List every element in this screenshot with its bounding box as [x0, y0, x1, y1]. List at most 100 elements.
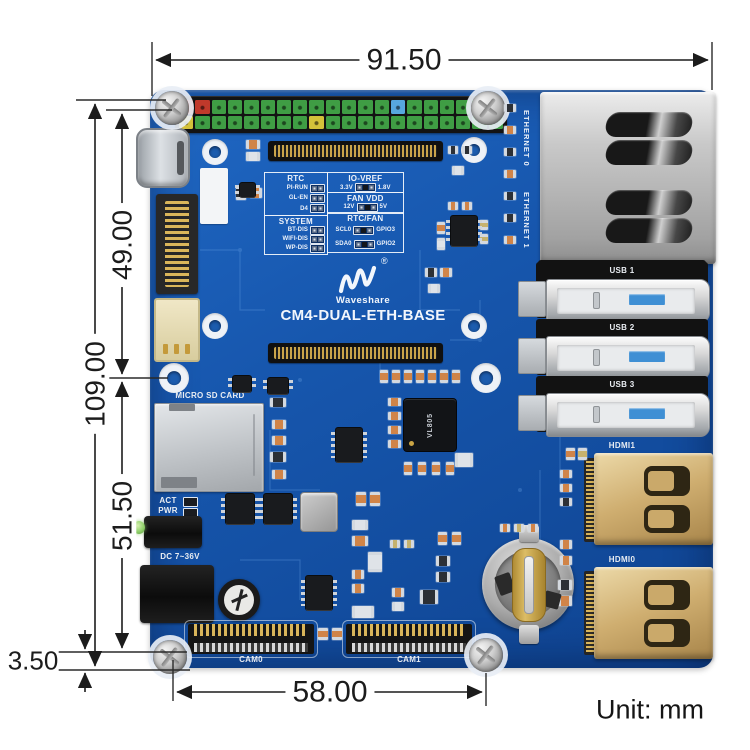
gpio-pin [260, 100, 275, 114]
smd-component [246, 140, 260, 149]
smd-component [455, 453, 473, 467]
jumper-label: 12V [343, 204, 355, 211]
hdmi0-pins [584, 571, 596, 655]
usb2-port: USB 2 [518, 319, 710, 380]
smd-component [438, 532, 447, 545]
usb3-tongue [629, 351, 665, 362]
jumper-label: WIFI-DIS [282, 236, 308, 243]
smd-component [560, 484, 572, 492]
smd-component [504, 170, 516, 178]
cam1-connector [342, 620, 476, 658]
jumper-pin [318, 185, 323, 191]
dim-edge-offset: 3.50 [7, 645, 59, 676]
jumper-pads [353, 225, 375, 235]
jumper-label: WP-DIS [285, 245, 308, 252]
smd-component [352, 536, 368, 546]
smd-component [504, 126, 516, 134]
silkscreen-label-area [200, 168, 228, 224]
jumper-pin [312, 206, 317, 212]
smd-component [440, 370, 448, 383]
usb1-label: USB 1 [609, 266, 635, 275]
gpio-pin [227, 100, 243, 114]
rj45-tab [603, 140, 695, 165]
ic-chip [228, 376, 256, 392]
system-title: SYSTEM [278, 216, 313, 226]
hdmi0-label: HDMI0 [608, 555, 636, 564]
gpio-pin [227, 115, 243, 129]
smd-component [392, 370, 400, 383]
smd-component [452, 166, 464, 175]
smd-component [440, 268, 452, 277]
ethernet0-label: ETHERNET 0 [522, 110, 531, 167]
gpio-pin [309, 115, 324, 129]
smd-component [272, 470, 286, 479]
smd-component [504, 236, 516, 244]
jumper-pads [310, 183, 325, 193]
jumper-pin [312, 195, 317, 201]
cam0-connector [184, 620, 318, 658]
jumper-row: WP-DIS [267, 243, 325, 253]
smd-component [480, 234, 488, 244]
smd-component [558, 580, 572, 590]
usb-c-port [136, 128, 190, 188]
smd-component [318, 628, 328, 640]
jumper-label: GPIO3 [376, 227, 396, 234]
hdmi1-port [594, 453, 713, 545]
smd-component [272, 436, 286, 445]
system-jumper-section: SYSTEM BT-DIS WIFI-DIS WP-DIS [263, 214, 328, 255]
dsi-fpc-connector [156, 194, 198, 294]
jumper-pads [310, 225, 325, 235]
usb1-port: USB 1 [518, 262, 710, 323]
jumper-pads [310, 193, 325, 203]
smd-component [448, 146, 458, 154]
gpio-pin [456, 100, 471, 114]
usb-face [557, 345, 695, 371]
gpio-pin [211, 100, 226, 114]
smd-component [504, 192, 516, 200]
gpio-pin [390, 115, 406, 129]
jumper-label: GL-EN [288, 195, 308, 202]
gpio-pin [309, 100, 324, 114]
gpio-pin [276, 100, 292, 114]
smd-component [425, 268, 437, 277]
jumper-label: PI-RUN [286, 185, 308, 192]
ic-chip [235, 183, 260, 197]
gpio-pin [293, 115, 308, 129]
jumper-pads [310, 234, 325, 244]
jumper-row: PI-RUN [267, 183, 325, 193]
rj45-tab [603, 190, 695, 215]
jumper-row: WIFI-DIS [267, 234, 325, 244]
smd-component [388, 440, 401, 448]
usb-face [557, 402, 695, 428]
jumper-label: SCL0 [335, 227, 352, 234]
act-led-label: ACT [159, 496, 177, 505]
dim-screw-span: 58.00 [285, 676, 375, 708]
smd-component [578, 448, 587, 460]
rj45-tab [603, 218, 695, 243]
usb-shell [546, 279, 710, 323]
brand-text: Waveshare [335, 295, 391, 306]
ic-chip [263, 378, 293, 394]
usb3-tongue [629, 408, 665, 419]
smd-component [352, 606, 374, 618]
smd-component [480, 220, 488, 230]
smd-component [370, 492, 380, 506]
board-mount-hole [159, 363, 189, 393]
hdmi1-pins [584, 458, 596, 542]
ic-chip [446, 216, 482, 246]
gpio-pin [244, 100, 259, 114]
smd-component [500, 524, 510, 532]
chip-marking: VL805 [426, 412, 434, 438]
gpio-pin [244, 115, 259, 129]
smd-component [392, 588, 404, 597]
smd-component [388, 398, 401, 406]
dim-height-lower: 51.50 [106, 473, 137, 559]
cm4-connector-bottom [268, 343, 443, 363]
jumper-pin [318, 195, 323, 201]
jumper-pin [318, 245, 323, 251]
smd-component [356, 492, 366, 506]
jumper-pin [312, 245, 317, 251]
usb-anchor [518, 395, 546, 431]
dim-width-total: 91.50 [359, 44, 449, 76]
model-text: CM4-DUAL-ETH-BASE [280, 307, 446, 324]
